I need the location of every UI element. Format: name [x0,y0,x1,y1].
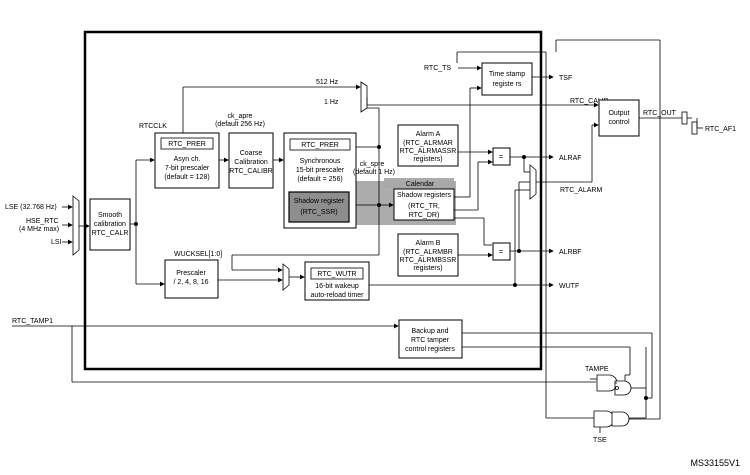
alarm-b-line1: Alarm B [416,240,441,247]
compare-a-symbol: = [499,154,503,161]
sync-prer-register [289,138,351,151]
timestamp-block [481,62,533,96]
backup-line2: RTC tamper [411,337,450,344]
alarm-b-line2: (RTC_ALRMBR [403,249,453,256]
wutf-label: WUTF [559,283,579,290]
wakeup-clock-mux [282,263,290,291]
calib-output-mux [360,81,368,113]
pad-af1 [691,121,698,135]
ck-apre-default: (default 256 Hz) [215,121,265,128]
freq-512-label: 512 Hz [316,79,339,86]
shadow-cal-line3: RTC_DR) [409,212,440,219]
output-ctrl-line2: control [608,119,629,126]
smooth-cal-line3: RTC_CALR [92,230,129,237]
sync-desc-line1: Synchronous [300,158,341,165]
wutr-register [310,267,364,280]
timestamp-or-gate [611,411,630,427]
output-ctrl-line1: Output [608,110,629,117]
alarm-b-block [397,233,459,277]
rtc-alarm-label: RTC_ALARM [560,187,602,194]
smooth-calibration-block [89,198,131,251]
alarm-a-line4: registers) [413,156,442,163]
tampe-label: TAMPE [585,366,609,373]
alarm-a-block [397,124,459,167]
sync-prer-label: RTC_PRER [301,142,339,149]
backup-line1: Backup and [412,328,449,335]
wutr-label: RTC_WUTR [317,271,356,278]
lse-label: LSE (32.768 Hz) [5,204,57,211]
backup-tamper-block [398,319,463,359]
tamper-or-gate [614,380,632,396]
tse-label: TSE [593,437,607,444]
figure-id: MS33155V1 [690,458,740,468]
timestamp-line2: registe rs [493,81,522,88]
shadow-cal-line2: (RTC_TR, [408,203,440,210]
output-control-block [598,99,640,137]
calendar-title: Calendar [406,181,435,188]
async-desc-line1: Asyn ch. [174,156,201,163]
alarm-b-comparator [492,242,511,261]
shadow-ssr-line1: Shadow register [294,198,345,205]
compare-b-symbol: = [499,249,503,256]
alrbf-label: ALRBF [559,249,582,256]
async-desc-line3: (default = 128) [164,174,209,181]
timestamp-line1: Time stamp [489,71,525,78]
ck-spre-label: ck_spre [360,161,385,168]
alraf-label: ALRAF [559,155,582,162]
shadow-cal-line1: Shadow registers [397,192,452,199]
calendar-shadow-registers [393,188,455,221]
rtc-af1-label: RTC_AF1 [705,126,736,133]
wucksel-label: WUCKSEL[1:0] [174,251,222,258]
rtc-calib-label: RTC_CALIB [570,98,609,105]
rtc-tamp1-label: RTC_TAMP1 [12,318,53,325]
wakeup-pre-line2: / 2, 4, 8, 16 [173,279,208,286]
coarse-cal-line1: Coarse [240,150,263,157]
rtc-ts-label: RTC_TS [424,65,451,72]
async-prer-label: RTC_PRER [168,141,206,148]
freq-1-label: 1 Hz [324,99,339,106]
calendar-title-band [384,178,454,188]
smooth-cal-line2: calibration [94,221,126,228]
clock-source-mux [72,195,80,256]
smooth-cal-line1: Smooth [98,212,122,219]
alarm-a-comparator [492,147,511,166]
tampe-and-gate [596,374,618,392]
sync-desc-line2: 15-bit prescaler [296,167,345,174]
shadow-ssr-line2: (RTC_SSR) [300,209,337,216]
sync-desc-line3: (default = 256) [297,176,342,183]
wutr-desc-line2: auto-reload timer [311,292,365,299]
hse-rtc-detail: (4 MHz max) [19,226,59,233]
wakeup-pre-line1: Prescaler [176,270,206,277]
shadow-ssr-register [288,191,350,223]
async-desc-line2: 7-bit prescaler [165,165,210,172]
ck-apre-label: ck_apre [228,113,253,120]
alarm-b-line3: RTC_ALRMBSSR [400,257,457,264]
ck-spre-default: (default 1 Hz) [353,169,395,176]
pad-out [681,111,688,125]
async-prer-register [160,137,214,150]
rtc-core-frame [83,30,543,371]
lsi-label: LSI [51,239,62,246]
alarm-a-line2: (RTC_ALRMAR [403,140,453,147]
alarm-a-line1: Alarm A [416,131,441,138]
alarm-b-line4: registers) [413,265,442,272]
tsf-label: TSF [559,75,572,82]
wakeup-prescaler-block [164,259,219,299]
coarse-cal-line3: RTC_CALIBR [229,168,272,175]
coarse-calibration-block [228,132,274,189]
tse-and-gate [593,410,615,428]
coarse-cal-line2: Calibration [234,159,268,166]
backup-line3: control registers [405,346,455,353]
rtcclk-label: RTCCLK [139,123,167,130]
hse-rtc-label: HSE_RTC [26,218,59,225]
alarm-output-mux [529,164,537,200]
wutr-desc-line1: 16-bit wakeup [315,283,359,290]
alarm-a-line3: RTC_ALRMASSR [400,148,457,155]
